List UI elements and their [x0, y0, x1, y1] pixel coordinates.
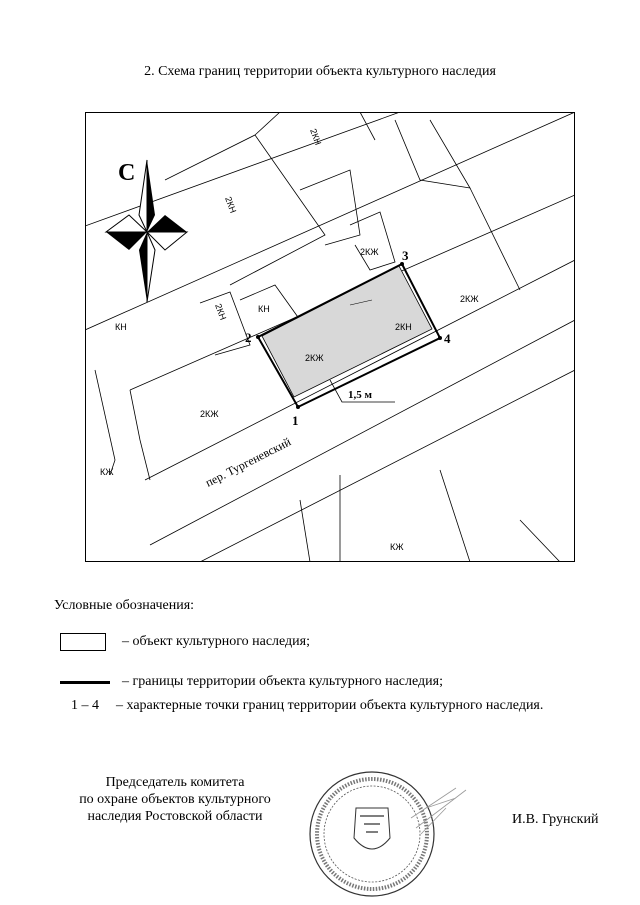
point-3-label: 3 — [402, 248, 409, 263]
position-line: Председатель комитета — [105, 775, 245, 790]
point-4-label: 4 — [444, 331, 451, 346]
north-arrow-icon — [104, 159, 189, 303]
building-label: КН — [258, 304, 270, 314]
boundary-map: 1 2 3 4 1,5 м 2КН 2КН 2КЖ 2КЖ 2КЖ 2КЖ 2К… — [85, 112, 575, 562]
legend-title: Условные обозначения: — [54, 598, 195, 613]
legend-text: – объект культурного наследия; — [122, 634, 310, 649]
north-label: С — [118, 160, 135, 186]
map-linework — [85, 112, 575, 562]
boundary-symbol — [60, 680, 110, 684]
building-label: КЖ — [390, 542, 404, 552]
signatory-position: Председатель комитета по охране объектов… — [60, 774, 290, 825]
building-label: 2КЖ — [200, 409, 219, 419]
building-label: КЖ — [100, 467, 114, 477]
legend-item-points: 1 – 4 – характерные точки границ террито… — [54, 698, 543, 714]
legend-item-object: – объект культурного наследия; — [54, 633, 310, 651]
position-line: по охране объектов культурного — [79, 792, 271, 807]
position-line: наследия Ростовской области — [87, 809, 263, 824]
official-seal — [309, 771, 467, 897]
building-label: 2КН — [395, 322, 412, 332]
legend-text: – границы территории объекта культурного… — [122, 674, 443, 689]
point-1-label: 1 — [292, 413, 299, 428]
building-label: 2КЖ — [305, 353, 324, 363]
scale-label: 1,5 м — [348, 389, 373, 401]
building-label: 2КЖ — [360, 247, 379, 257]
object-symbol — [60, 633, 106, 651]
points-symbol: 1 – 4 — [71, 698, 99, 713]
signatory-name: И.В. Грунский — [512, 812, 599, 827]
point-2-label: 2 — [245, 330, 252, 345]
building-label: 2КЖ — [460, 294, 479, 304]
document-title: 2. Схема границ территории объекта культ… — [144, 64, 496, 79]
legend-item-boundary: – границы территории объекта культурного… — [54, 674, 443, 690]
legend-text: – характерные точки границ территории об… — [116, 698, 544, 713]
building-label: КН — [115, 322, 127, 332]
